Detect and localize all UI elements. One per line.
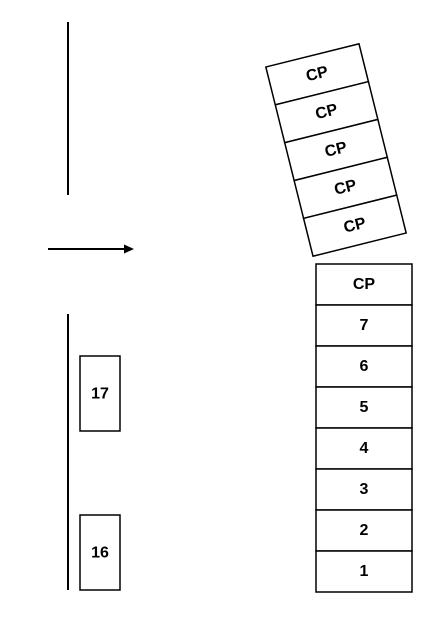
straight-stall-label: 1 bbox=[360, 563, 369, 580]
straight-stall: 2 bbox=[315, 509, 413, 552]
straight-stall-label: 3 bbox=[360, 481, 369, 498]
angled-stall: CP bbox=[302, 194, 408, 258]
straight-stall: 1 bbox=[315, 550, 413, 593]
straight-stall-row: CP 7 6 5 4 3 2 1 bbox=[315, 263, 413, 593]
angled-stall-row: CP CP CP CP CP bbox=[264, 42, 408, 258]
direction-arrow-icon bbox=[48, 244, 134, 254]
straight-stall: 6 bbox=[315, 345, 413, 388]
straight-stall-label: 2 bbox=[360, 522, 369, 539]
angled-stall-label: CP bbox=[304, 63, 330, 85]
angled-stall-label: CP bbox=[333, 177, 359, 199]
straight-stall: 4 bbox=[315, 427, 413, 470]
left-stall-17: 17 bbox=[79, 355, 121, 432]
straight-stall-label: 7 bbox=[360, 317, 369, 334]
angled-stall-label: CP bbox=[342, 215, 368, 237]
left-stall-16: 16 bbox=[79, 514, 121, 591]
straight-stall: 5 bbox=[315, 386, 413, 429]
straight-stall: CP bbox=[315, 263, 413, 306]
straight-stall-label: 4 bbox=[360, 440, 369, 457]
straight-stall-label: 6 bbox=[360, 358, 369, 375]
angled-stall-label: CP bbox=[323, 139, 349, 161]
straight-stall: 3 bbox=[315, 468, 413, 511]
straight-stall-label: CP bbox=[353, 276, 376, 293]
left-stall-label: 16 bbox=[91, 545, 109, 562]
left-stall-label: 17 bbox=[91, 386, 109, 403]
straight-stall: 7 bbox=[315, 304, 413, 347]
angled-stall: CP bbox=[293, 156, 398, 220]
straight-stall-label: 5 bbox=[360, 399, 369, 416]
angled-stall-label: CP bbox=[314, 101, 340, 123]
